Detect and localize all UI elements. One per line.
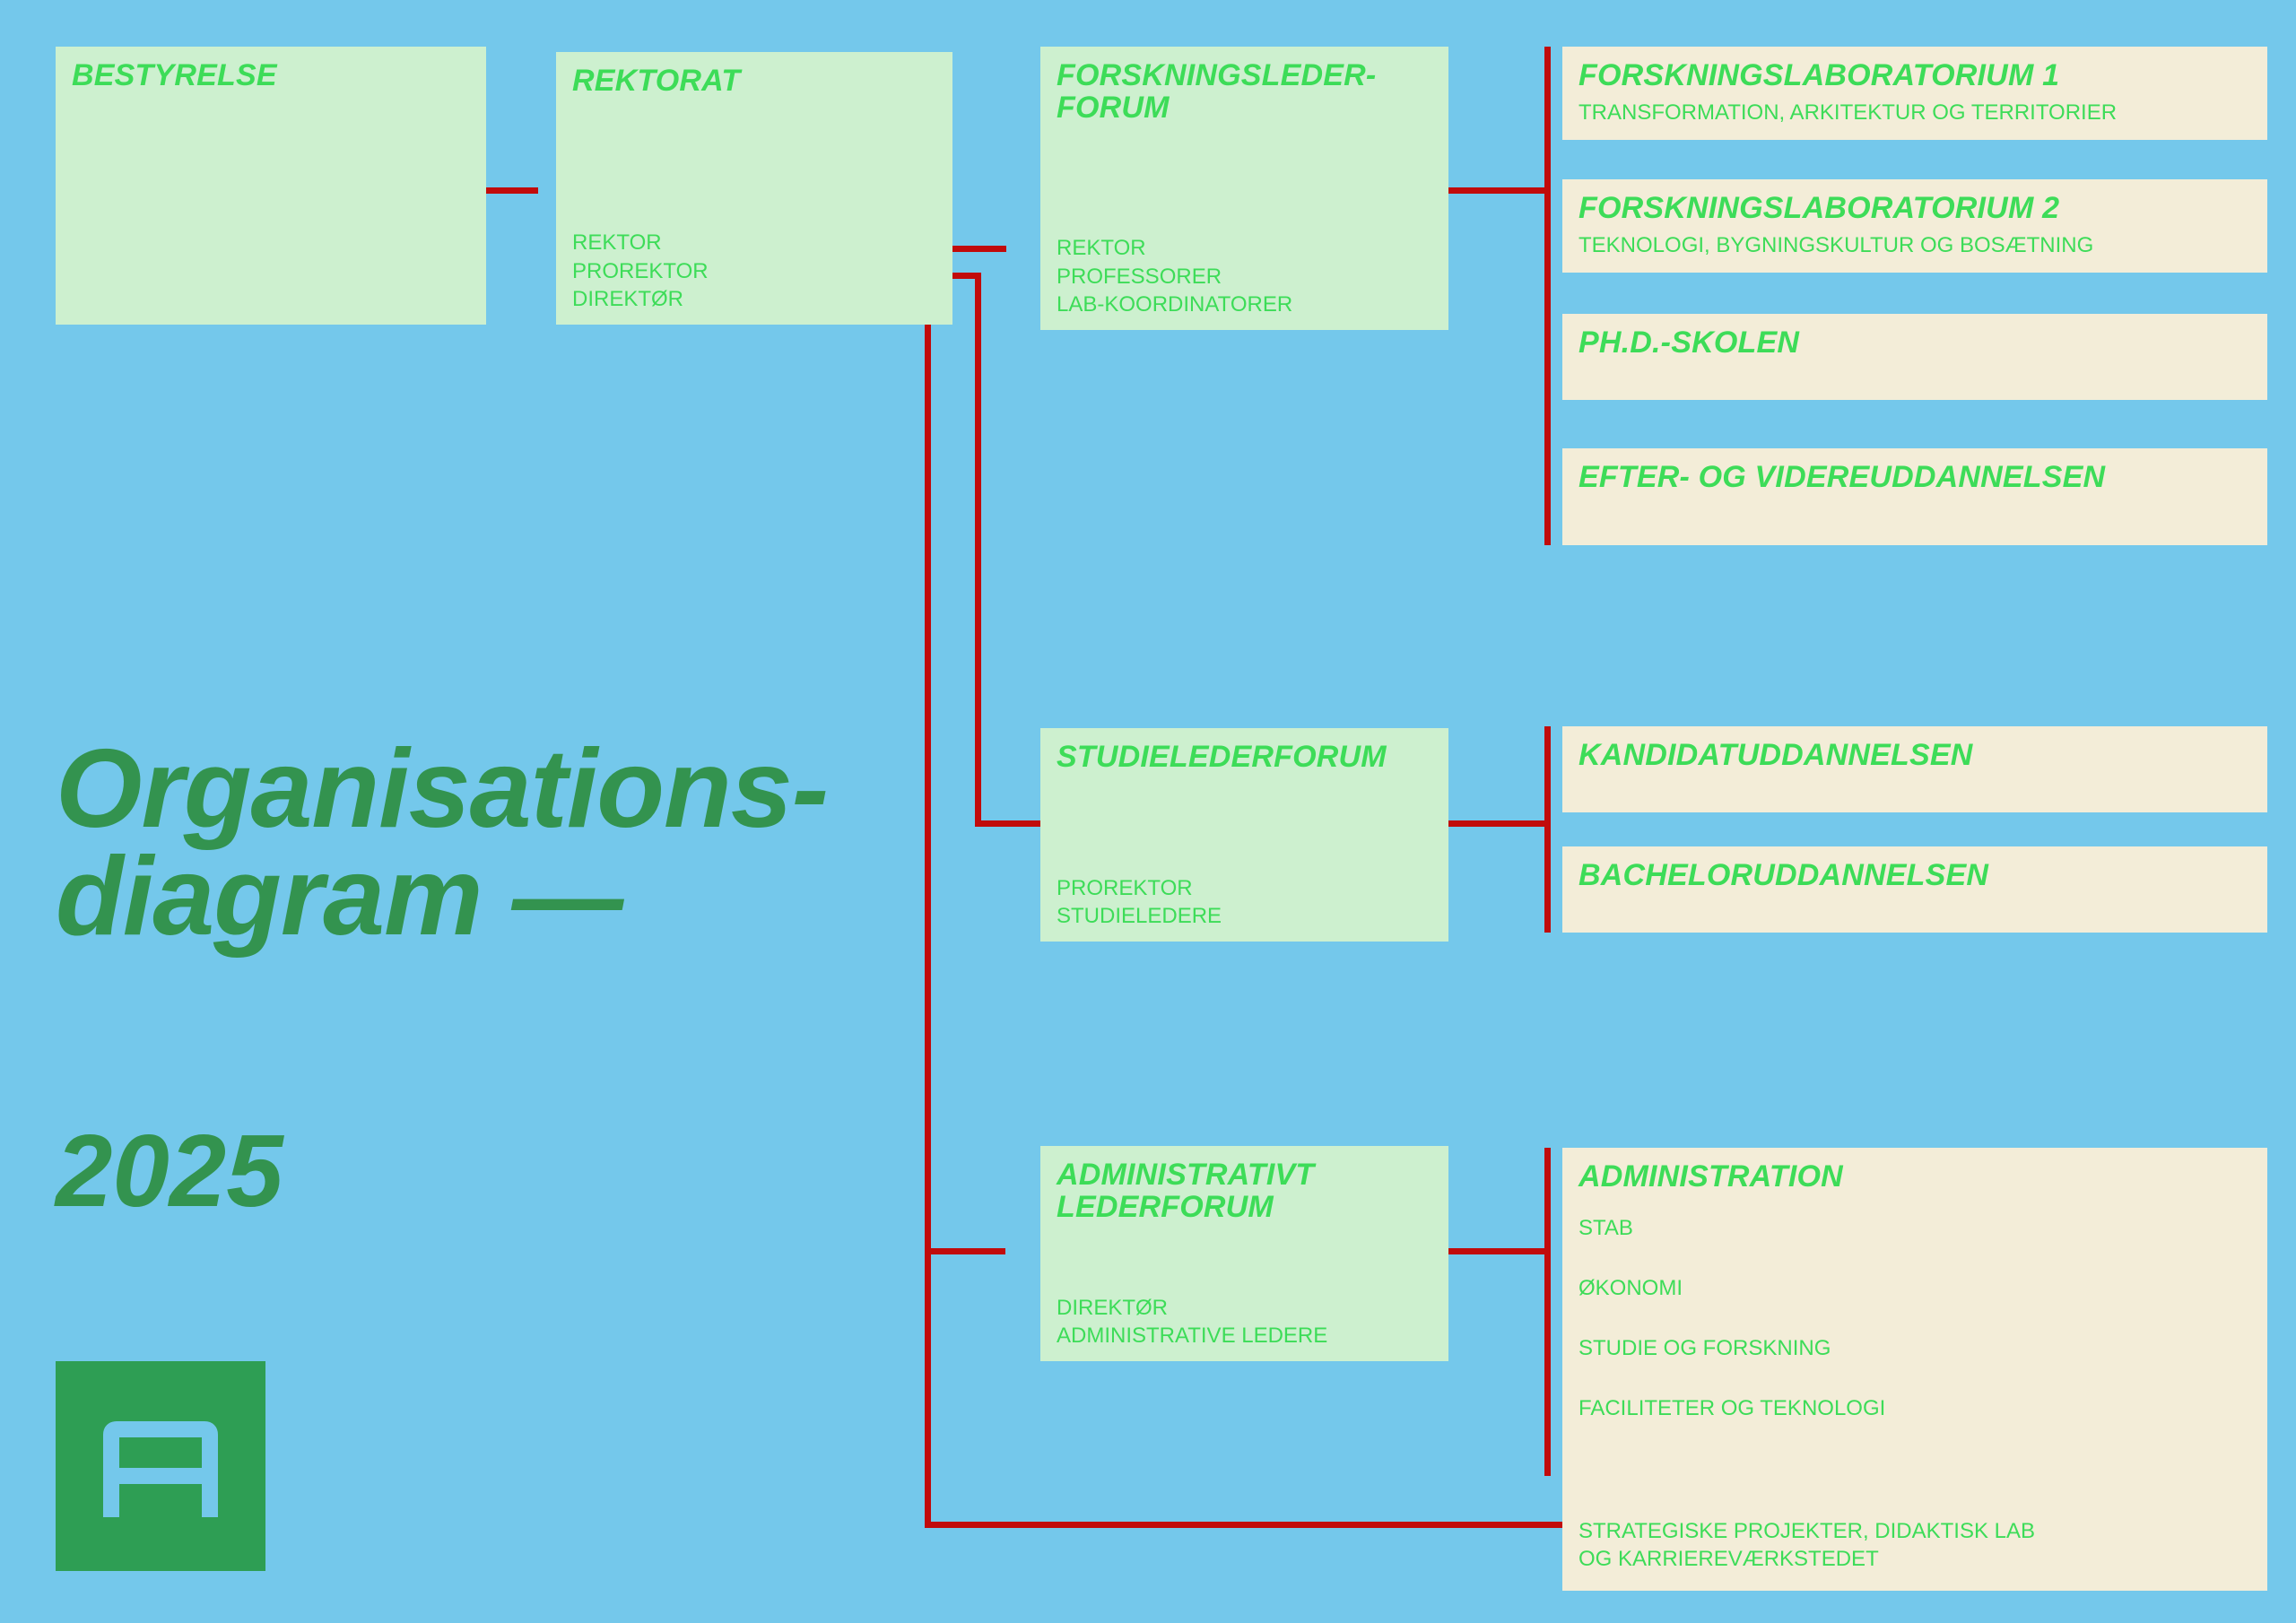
box-administrativt-lederforum-title: ADMINISTRATIVT LEDERFORUM <box>1057 1158 1315 1225</box>
box-forskningslaboratorium-1[interactable]: FORSKNINGSLABORATORIUM 1 TRANSFORMATION,… <box>1562 47 2267 140</box>
page-year: 2025 <box>56 1115 283 1228</box>
connector-education-column-spine <box>1544 726 1551 933</box>
connector-administration-spine <box>1544 1148 1551 1476</box>
box-forskningslaboratorium-2-title: FORSKNINGSLABORATORIUM 2 <box>1578 191 2060 225</box>
box-bestyrelse[interactable]: BESTYRELSE <box>56 47 486 325</box>
administration-item-studie-og-forskning[interactable]: STUDIE OG FORSKNING <box>1578 1336 1831 1360</box>
administration-item-faciliteter-og-teknologi[interactable]: FACILITETER OG TEKNOLOGI <box>1578 1396 1886 1420</box>
box-forskningslaboratorium-2-subtitle: TEKNOLOGI, BYGNINGSKULTUR OG BOSÆTNING <box>1578 233 2094 258</box>
administration-item-okonomi[interactable]: ØKONOMI <box>1578 1276 1683 1300</box>
box-forskningslederforum[interactable]: FORSKNINGSLEDER- FORUM REKTOR PROFESSORE… <box>1040 47 1448 330</box>
box-bacheloruddannelsen-title: BACHELORUDDANNELSEN <box>1578 858 1989 892</box>
box-forskningslaboratorium-1-title: FORSKNINGSLABORATORIUM 1 <box>1578 58 2060 92</box>
administration-item-stab[interactable]: STAB <box>1578 1216 1633 1240</box>
box-forskningslaboratorium-2[interactable]: FORSKNINGSLABORATORIUM 2 TEKNOLOGI, BYGN… <box>1562 179 2267 273</box>
box-efter-videreuddannelsen-title: EFTER- OG VIDEREUDDANNELSEN <box>1578 460 2106 494</box>
box-phd-skolen-title: PH.D.-SKOLEN <box>1578 325 1800 360</box>
administration-item-strategiske-projekter[interactable]: STRATEGISKE PROJEKTER, DIDAKTISK LAB OG … <box>1578 1519 2036 1572</box>
connector-adminleder-to-administration <box>1415 1248 1550 1254</box>
connector-research-column-spine <box>1544 47 1551 545</box>
box-forskningslederforum-title: FORSKNINGSLEDER- FORUM <box>1057 58 1377 126</box>
box-kandidatuddannelsen[interactable]: KANDIDATUDDANNELSEN <box>1562 726 2267 812</box>
connector-direktor-to-strategiske <box>925 1522 1575 1528</box>
connector-direktor-vertical <box>925 302 931 1528</box>
connector-studieleder-to-uddannelser <box>1415 820 1550 827</box>
title-block: Organisations- diagram — 2025 <box>56 727 952 1222</box>
logo-a-icon <box>103 1421 218 1517</box>
box-rektorat-roles: REKTOR PROREKTOR DIREKTØR <box>572 230 709 312</box>
box-administrativt-lederforum-roles: DIREKTØR ADMINISTRATIVE LEDERE <box>1057 1295 1328 1349</box>
box-administration-title: ADMINISTRATION <box>1578 1159 1843 1193</box>
page-title: Organisations- diagram — <box>56 727 829 959</box>
box-rektorat-title: REKTORAT <box>572 64 741 98</box>
box-bestyrelse-title: BESTYRELSE <box>72 58 277 92</box>
box-administration[interactable]: ADMINISTRATION STAB ØKONOMI STUDIE OG FO… <box>1562 1148 2267 1591</box>
box-forskningslederforum-roles: REKTOR PROFESSORER LAB-KOORDINATORER <box>1057 235 1293 317</box>
box-kandidatuddannelsen-title: KANDIDATUDDANNELSEN <box>1578 738 1973 772</box>
box-phd-skolen[interactable]: PH.D.-SKOLEN <box>1562 314 2267 400</box>
connector-prorektor-vertical <box>975 273 981 827</box>
school-logo[interactable] <box>56 1361 265 1571</box>
box-studielederforum-title: STUDIELEDERFORUM <box>1057 740 1387 774</box>
box-forskningslaboratorium-1-subtitle: TRANSFORMATION, ARKITEKTUR OG TERRITORIE… <box>1578 100 2118 126</box>
box-administrativt-lederforum[interactable]: ADMINISTRATIVT LEDERFORUM DIREKTØR ADMIN… <box>1040 1146 1448 1361</box>
connector-forskningsleder-to-labs <box>1415 187 1550 194</box>
box-efter-videreuddannelsen[interactable]: EFTER- OG VIDEREUDDANNELSEN <box>1562 448 2267 545</box>
box-studielederforum-roles: PROREKTOR STUDIELEDERE <box>1057 875 1222 929</box>
box-bacheloruddannelsen[interactable]: BACHELORUDDANNELSEN <box>1562 846 2267 933</box>
connector-prorektor-to-studieleder <box>975 820 1060 827</box>
connector-direktor-to-adminleder <box>925 1248 1005 1254</box>
box-studielederforum[interactable]: STUDIELEDERFORUM PROREKTOR STUDIELEDERE <box>1040 728 1448 942</box>
box-rektorat[interactable]: REKTORAT REKTOR PROREKTOR DIREKTØR <box>556 52 952 325</box>
